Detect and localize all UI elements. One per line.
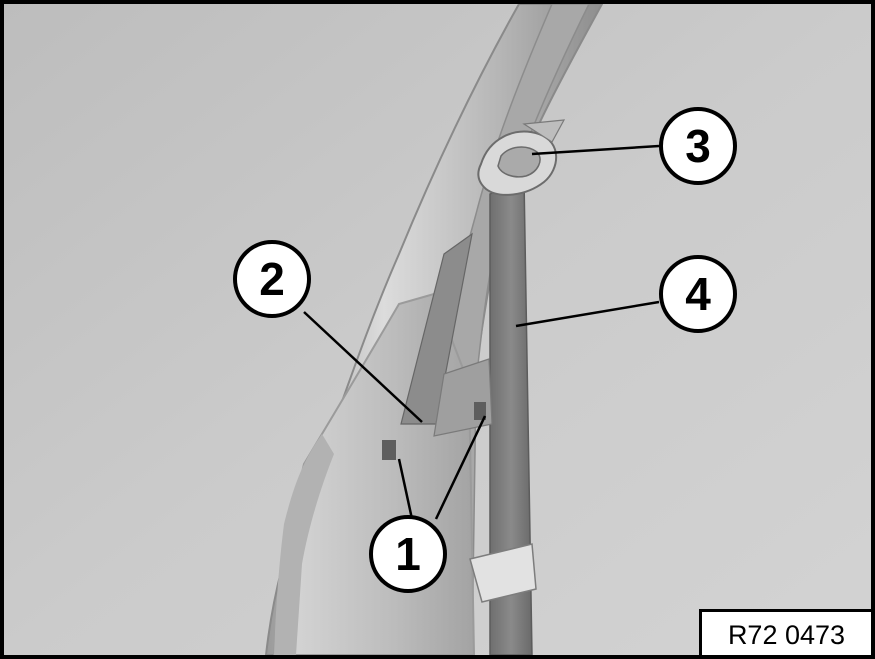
fastener-clip-right <box>474 402 486 420</box>
callout-circle-2 <box>233 240 311 318</box>
leader-line-1a <box>397 458 414 520</box>
leader-lines <box>303 144 660 520</box>
belt-guide-bracket <box>522 119 566 143</box>
trim-shadow <box>274 434 334 655</box>
belt-guide-slot <box>497 146 541 178</box>
belt-stop-button <box>469 543 537 603</box>
fastener-clip-left <box>382 440 396 460</box>
leader-line-4 <box>515 300 660 328</box>
leader-line-2 <box>303 311 423 423</box>
leader-line-1b <box>434 415 487 520</box>
reference-code: R72 0473 <box>699 609 871 655</box>
callout-circles <box>233 107 737 593</box>
leader-line-3 <box>531 144 660 156</box>
callout-circle-3 <box>659 107 737 185</box>
seat-belt-upper-run <box>400 232 473 425</box>
callout-circle-1 <box>369 515 447 593</box>
pillar-illustration <box>4 4 871 655</box>
callout-circle-4 <box>659 255 737 333</box>
